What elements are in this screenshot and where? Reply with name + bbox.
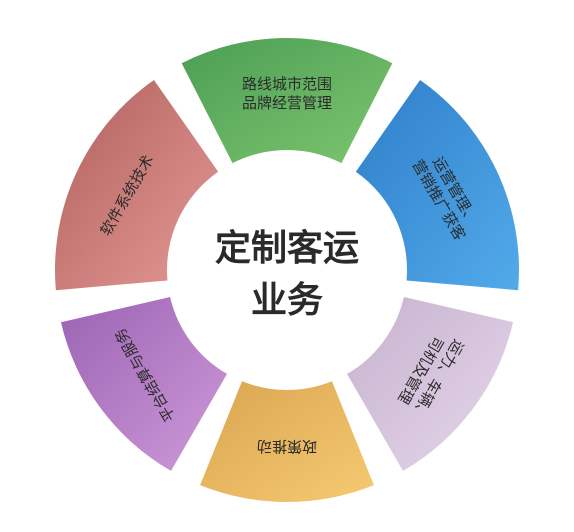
seg-bottom-shape (200, 381, 374, 502)
seg-bottom-label-line-1: 政策推动 (257, 438, 317, 456)
seg-bottom: 政策推动 (200, 381, 374, 502)
center-title-line2: 业务 (251, 280, 323, 321)
seg-upper-left: 软件系统技术 (55, 79, 219, 291)
ring-segments: 路线城市范围品牌经营管理运营管理、营销推广获客运力、车辆、司机及管理政策推动平台… (55, 38, 520, 502)
seg-top-label-line-2: 品牌经营管理 (242, 94, 332, 112)
seg-lower-left-shape (60, 296, 228, 471)
seg-lower-right-shape (347, 296, 514, 471)
seg-upper-right: 运营管理、营销推广获客 (355, 79, 520, 291)
seg-upper-left-shape (55, 79, 219, 291)
center-title-line1: 定制客运 (215, 228, 359, 269)
center-circle (169, 152, 405, 388)
seg-upper-right-shape (355, 79, 520, 291)
seg-top-label-line-1: 路线城市范围 (242, 75, 332, 93)
seg-top-shape (181, 38, 393, 164)
seg-lower-left: 平台结算与服务 (60, 296, 228, 471)
seg-lower-right: 运力、车辆、司机及管理 (347, 296, 514, 471)
